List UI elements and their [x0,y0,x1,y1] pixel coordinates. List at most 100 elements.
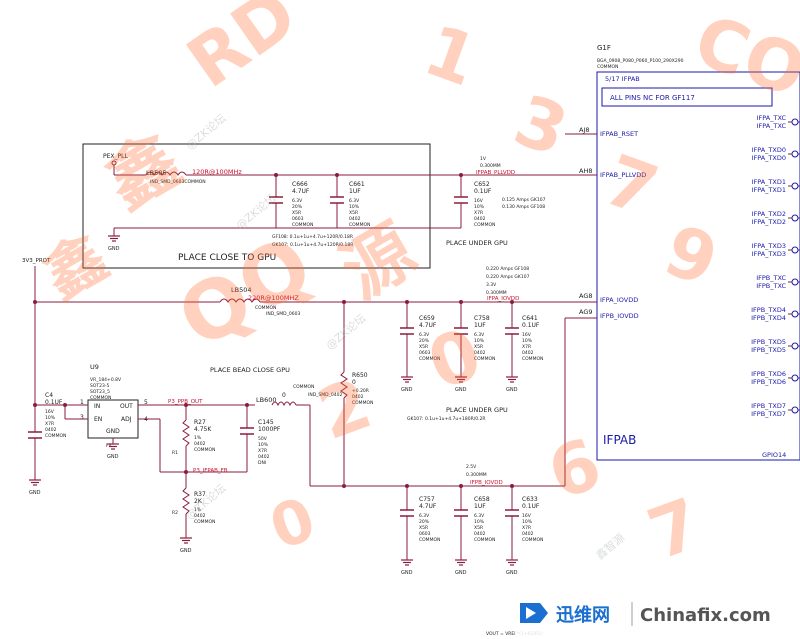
iovdd-b-section: PLACE BEAD CLOSE GPU LB600 0 COMMON IND_… [210,317,597,560]
cap-spec: 6.3V [292,198,303,204]
ground-icon: GND [29,479,41,496]
ground-label: GND [401,387,413,393]
cap-ref: C659 [419,315,435,322]
ic-right-pin-label: IFPB_TXC [756,274,786,282]
u9-ref: U9 [90,363,99,371]
u9-pin-in: IN [94,403,100,410]
ic-note-box [601,87,773,107]
cap-spec: 10% [474,204,485,210]
cap-spec: 10% [45,415,56,421]
ic-right-pin-label: IFPA_TXD3 [752,250,786,258]
fb-label: P3_IFPAB_FB [193,468,228,474]
u9-line3: SOT23_5 [90,389,110,395]
cap-spec: X5R [474,525,483,531]
ic-outline [596,71,800,461]
cap-spec: 50V [258,436,268,442]
cap-spec: DNI [258,460,266,466]
cap-spec: COMMON [349,222,370,228]
cap-spec: 16V [522,332,532,338]
ic-pin-port [791,150,799,158]
ground-label: GND [180,548,192,554]
cap-spec: 0402 [258,454,270,460]
io-amps-1: 0.220 Amps GF108 [486,266,529,272]
cap-spec: 20% [419,519,430,525]
ic-common: COMMON [597,64,618,70]
regulator-u9: U9 VR_184+0.8V SOT23-5 SOT23_5 COMMON IN… [28,302,255,480]
gf108-note-1: GF108: 0.1u+1u+4.7u+120R/0.18R [272,234,353,240]
r650-spec: +0.20R [352,388,369,394]
b-v: 2.5V [466,464,477,470]
ic-note: ALL PINS NC FOR GF117 [610,94,695,102]
ic-right-pins: IFPA_TXCIFPA_TXCIFPA_TXD0IFPA_TXD0IFPA_T… [751,114,800,418]
ic-right-pin-label: IFPB_TXD5 [751,346,786,354]
place-under-gpu-1: PLACE UNDER GPU [446,239,508,247]
cap-spec: X5R [292,210,301,216]
cap-spec: 16V [522,513,532,519]
cap-spec: 6.3V [349,198,360,204]
cap-spec: 6.3V [474,513,485,519]
cap-spec: 0402 [45,427,57,433]
cap-spec: 0603 [419,531,431,537]
lb600-ref: LB600 [256,396,277,404]
cap-spec: 10% [522,338,533,344]
cap-ref: C758 [474,315,490,322]
r37-spec: 1% [194,507,202,513]
ground-label: GND [108,246,120,252]
cap-value: 4.7UF [419,503,437,510]
u9-line2: SOT23-5 [90,383,109,389]
ic-pin-port [791,310,799,318]
cap-ref: C633 [522,496,538,503]
ground-label: GND [401,570,413,576]
cap-value: 0.1UF [522,503,540,510]
ground-label: GND [107,454,119,460]
lb505-coil [145,171,187,176]
ic-right-pin-label: IFPB_TXD4 [751,314,786,322]
logo-en: Chinafix.com [640,605,771,626]
ic-right-pin-label: IFPB_TXD7 [751,402,786,410]
ic-right-pin-label: IFPB_TXD6 [751,370,786,378]
pll-section: PEX_PLL LB505 120R@100MHz IND_SMD_0603CO… [103,153,597,248]
cap-spec: 0402 [474,350,486,356]
ic-right-pin-label: IFPB_TXC [756,282,786,290]
ic-pin-num: AG9 [579,308,593,316]
cap-value: 0.1UF [474,188,492,195]
place-close-label: PLACE CLOSE TO GPU [178,253,276,263]
lb504-coil [219,298,261,303]
pex-pll-label: PEX_PLL [103,153,128,160]
b-w: 0.300MM [466,472,487,478]
cap-spec: 10% [522,519,533,525]
r37-value: 2K [194,498,203,505]
io-v: 3.3V [486,282,497,288]
place-under-gpu-2: PLACE UNDER GPU [446,406,508,414]
cap-ref: C666 [292,181,308,188]
cap-value: 0.1UF [522,322,540,329]
cap-spec: X5R [349,210,358,216]
vout-formula: VOUT = VREF*(1+R1/R2) [486,631,543,637]
cap-spec: COMMON [522,356,543,362]
cap-spec: COMMON [292,222,313,228]
pll-net-label: IFPAB_PLLVDD [476,170,515,176]
lb600-common: COMMON [293,384,314,390]
u9-line1: VR_184+0.8V [90,377,122,383]
r650-ref: R650 [352,372,368,379]
logo-cn: 迅维网 [556,604,610,626]
gk107-note-2: GK107: 0.1u+1u+4.7u+180R/0.2R [407,416,486,422]
lb504-common: COMMON [255,305,276,311]
cap-spec: X5R [419,525,428,531]
ic-pin-num: AJ8 [579,126,590,134]
place-bead-label: PLACE BEAD CLOSE GPU [210,366,290,374]
ic-right-pin-label: IFPB_TXD5 [751,338,786,346]
ic-pin-name: IFPAB_RSET [600,130,638,138]
cap-ref: C145 [258,419,274,426]
cap-spec: 0402 [474,216,486,222]
cap-value: 4.7UF [419,322,437,329]
ic-right-pin-label: IFPA_TXD1 [752,186,786,194]
u9-pin-en: EN [94,416,102,423]
cap-spec: 0402 [522,350,534,356]
